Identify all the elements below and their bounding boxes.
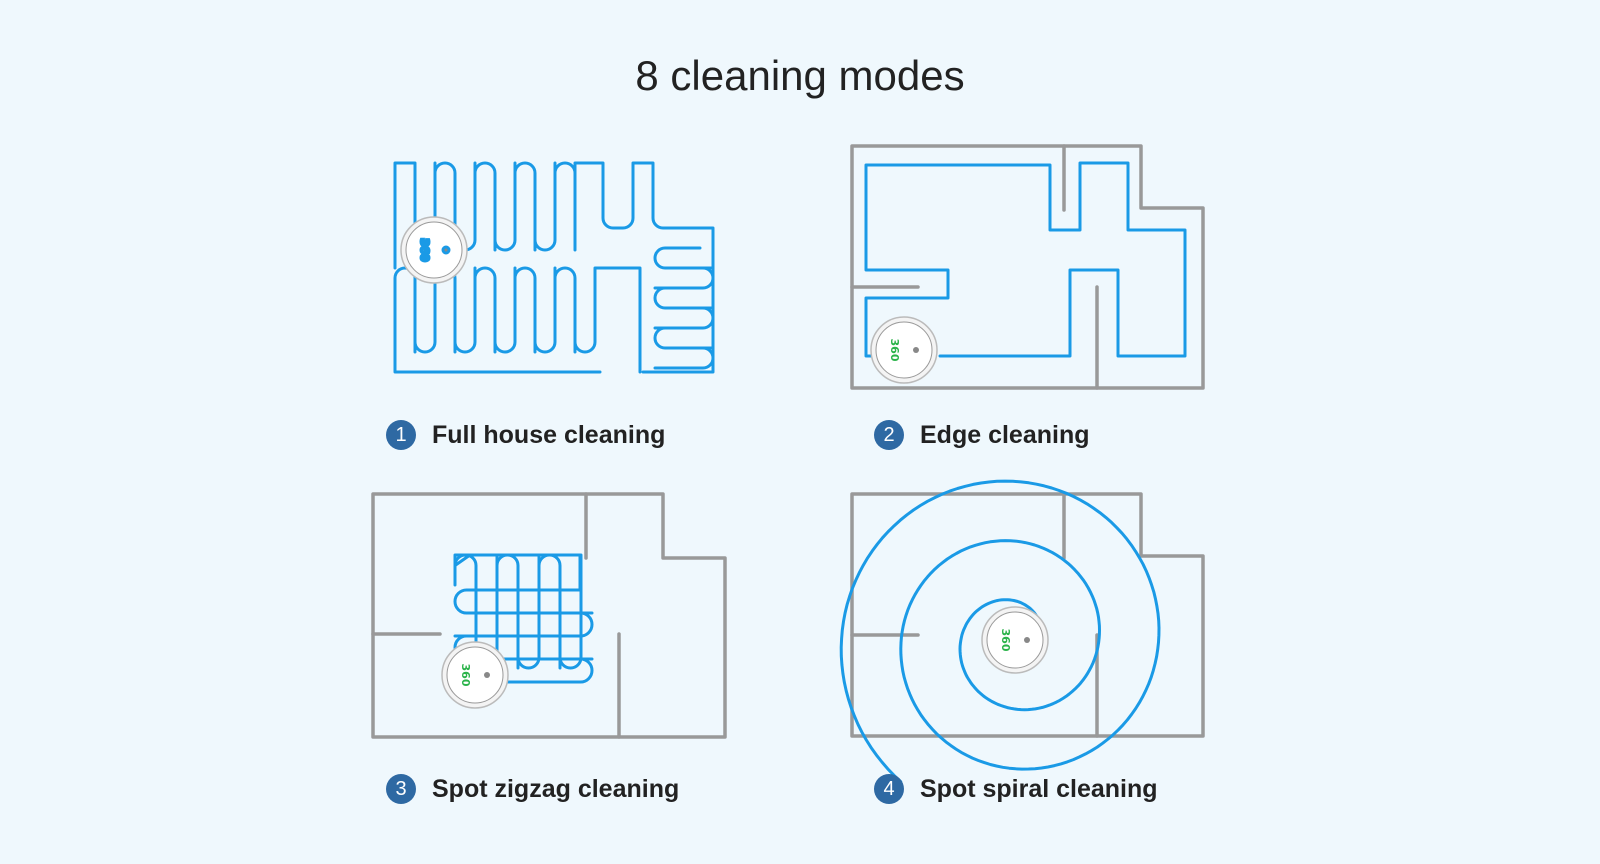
number-badge: 1 [386,420,416,450]
robot-icon: 360 [441,641,509,709]
robot-icon: 360 [400,216,468,284]
wall-outline [850,144,1205,390]
mode-label: Spot spiral cleaning [920,774,1158,803]
spiral-path [839,479,1161,784]
robot-top [875,321,933,379]
mode-4: 4 Spot spiral cleaning [874,774,1158,804]
robot-logo: 360 [418,239,431,262]
robot-logo: 360 [888,339,901,362]
mode-label: Spot zigzag cleaning [432,774,680,803]
panel-full-house: 360 [393,161,715,374]
mode-2: 2 Edge cleaning [874,420,1089,450]
robot-top [986,611,1044,669]
number-badge: 2 [874,420,904,450]
number-badge: 4 [874,774,904,804]
robot-icon: 360 [870,316,938,384]
panel-zigzag: 360 [371,492,727,739]
cleaning-path [393,161,715,374]
mode-label: Full house cleaning [432,420,666,449]
edge-path [864,161,1187,358]
robot-logo: 360 [459,664,472,687]
zigzag-path [453,553,594,684]
zigzag-path [453,553,583,670]
robot-logo: 360 [999,629,1012,652]
robot-top [405,221,463,279]
robot-sensor [1024,637,1030,643]
robot-sensor [913,347,919,353]
page-title: 8 cleaning modes [635,52,965,99]
robot-sensor [484,672,490,678]
cleaning-path [393,266,642,374]
wall-outline [371,492,727,739]
panel-edge: 360 [850,144,1205,390]
number-badge: 3 [386,774,416,804]
mode-1: 1 Full house cleaning [386,420,665,450]
mode-label: Edge cleaning [920,420,1090,449]
cleaning-path [653,246,715,370]
wall-outline [850,492,1205,738]
robot-icon: 360 [981,606,1049,674]
mode-3: 3 Spot zigzag cleaning [386,774,679,804]
robot-top [446,646,504,704]
robot-sensor [441,245,451,255]
panel-spiral: 360 [839,479,1205,784]
